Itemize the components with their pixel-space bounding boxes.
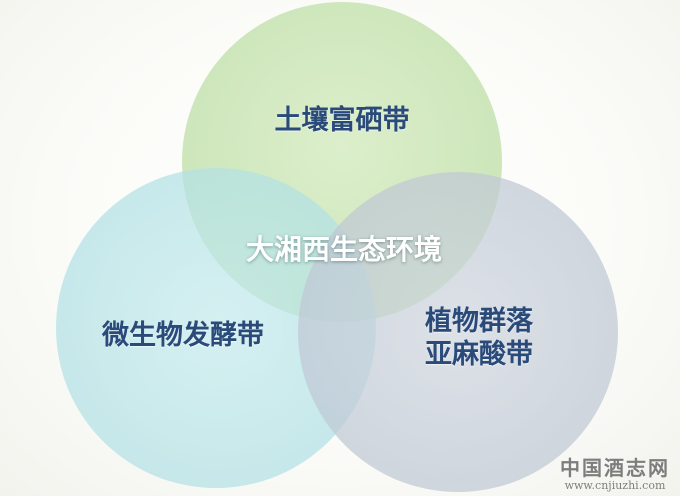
label-microbial-fermentation-belt: 微生物发酵带	[102, 319, 264, 351]
label-center-ecology: 大湘西生态环境	[245, 233, 443, 267]
label-soil-selenium-belt: 土壤富硒带	[274, 104, 410, 136]
label-plant-community-line2: 亚麻酸带	[425, 339, 533, 370]
circle-left	[56, 168, 376, 488]
circle-right	[298, 172, 618, 492]
watermark-url: www.cnjiuzhi.com	[564, 478, 666, 492]
watermark: 中国酒志网 www.cnjiuzhi.com	[560, 457, 670, 492]
label-plant-community-line1: 植物群落	[425, 306, 533, 338]
label-plant-community-linolenic-belt: 植物群落 亚麻酸带	[425, 306, 533, 372]
watermark-name: 中国酒志网	[560, 455, 670, 480]
